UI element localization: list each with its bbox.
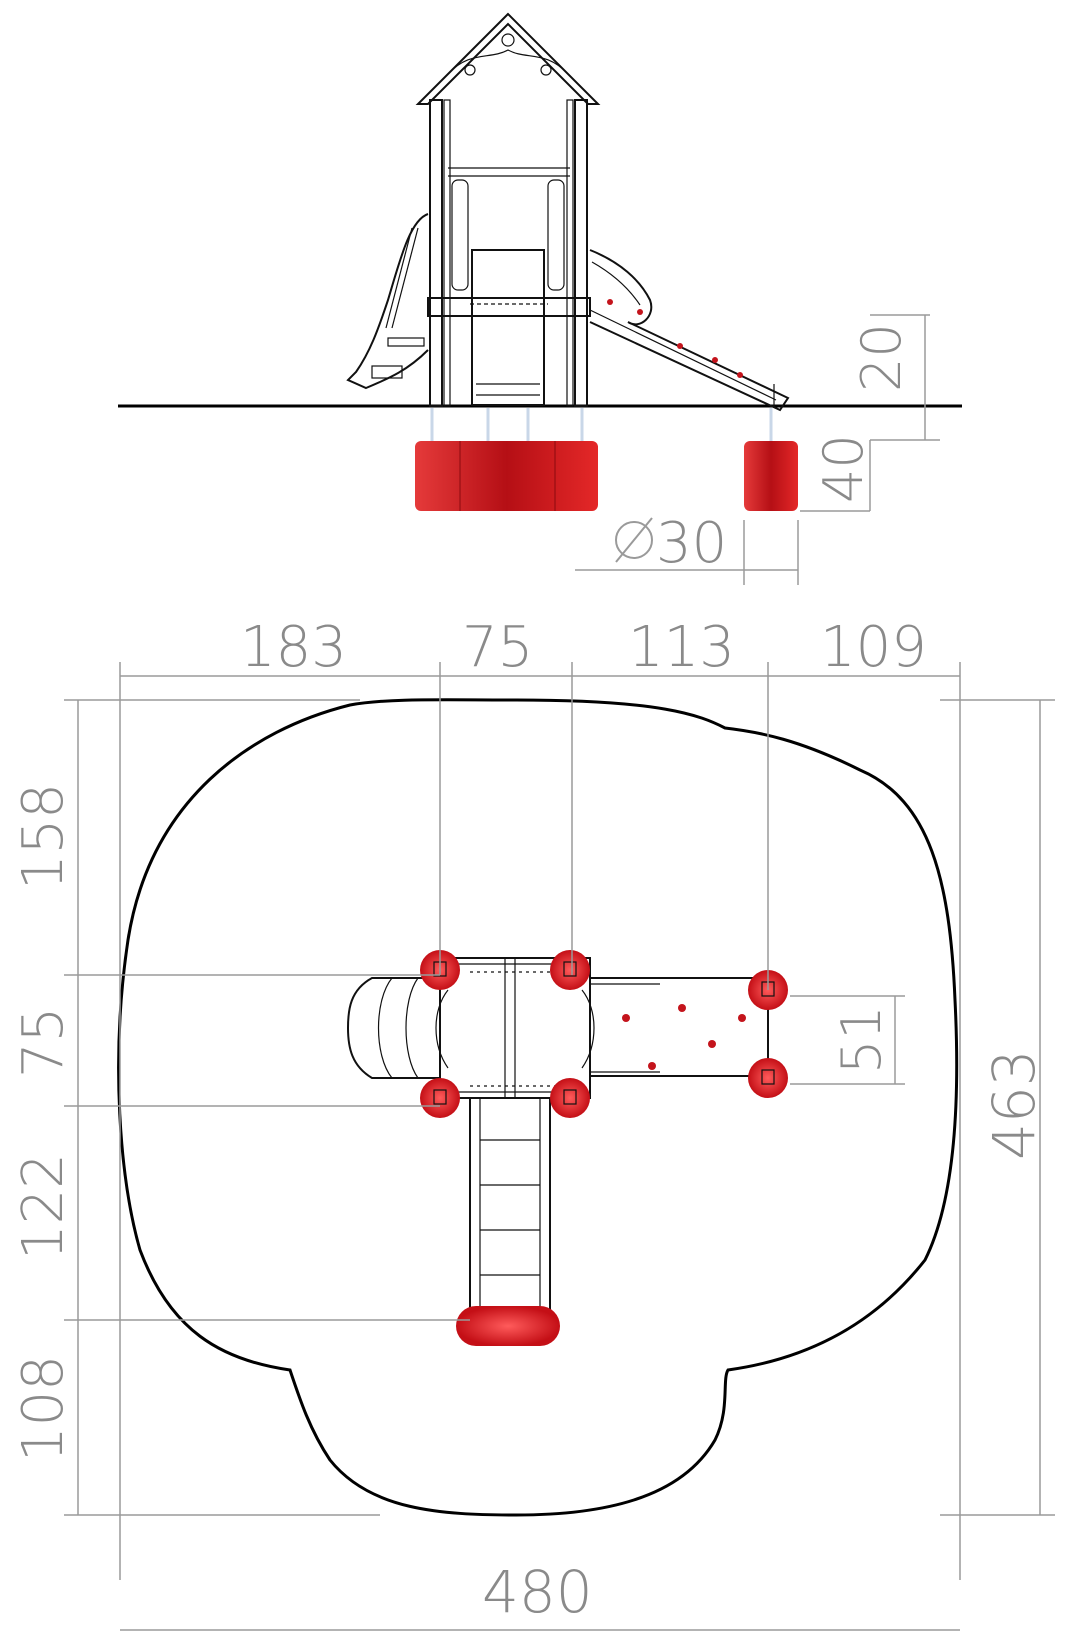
left-slide [346,213,429,390]
dim-bottom-total: 480 [482,1558,593,1626]
ramp-plan [589,977,769,1077]
anchor-points [420,950,788,1346]
anchor-ramp-bottom [748,1058,788,1098]
dim-left-4: 108 [11,1355,76,1462]
diameter-icon [615,517,653,563]
dim-top-4: 109 [820,615,927,680]
ladder-plan [469,1097,551,1327]
top-view: 183 75 113 109 158 75 122 108 463 [11,615,1055,1631]
dim-inner-vertical: 51 [830,1005,893,1074]
footing-main [415,441,598,511]
dim-left-3: 122 [11,1153,76,1260]
anchor-tower-tr [550,950,590,990]
dim-top-1: 183 [240,615,347,680]
anchor-tower-br [550,1078,590,1118]
slide-exit-plan [346,977,440,1079]
dim-top-2: 75 [462,615,533,680]
anchor-tower-bl [420,1078,460,1118]
anchor-ladder [456,1306,560,1346]
safety-zone-outline [117,698,959,1517]
side-dimensions: 20 40 30 [575,314,940,585]
tower-roof [415,12,601,105]
top-dimension-chain: 183 75 113 109 [119,615,961,1580]
footing-ramp [744,441,798,511]
right-ramp [589,249,790,412]
tower-frame [427,99,591,407]
bottom-dimension: 480 [120,1558,960,1631]
dim-footing-diameter: 30 [656,511,727,576]
dim-right-total: 463 [980,1049,1048,1160]
dim-left-1: 158 [11,783,76,890]
dim-ground-height: 20 [850,323,913,392]
footings [415,408,798,511]
dim-left-2: 75 [11,1007,76,1078]
left-dimension-chain: 158 75 122 108 [11,699,470,1516]
inner-dimension: 51 [790,995,905,1085]
right-dimension: 463 [940,699,1055,1516]
dim-top-3: 113 [628,615,735,680]
dim-footing-depth: 40 [812,434,875,503]
side-view: 20 40 30 [118,12,962,585]
